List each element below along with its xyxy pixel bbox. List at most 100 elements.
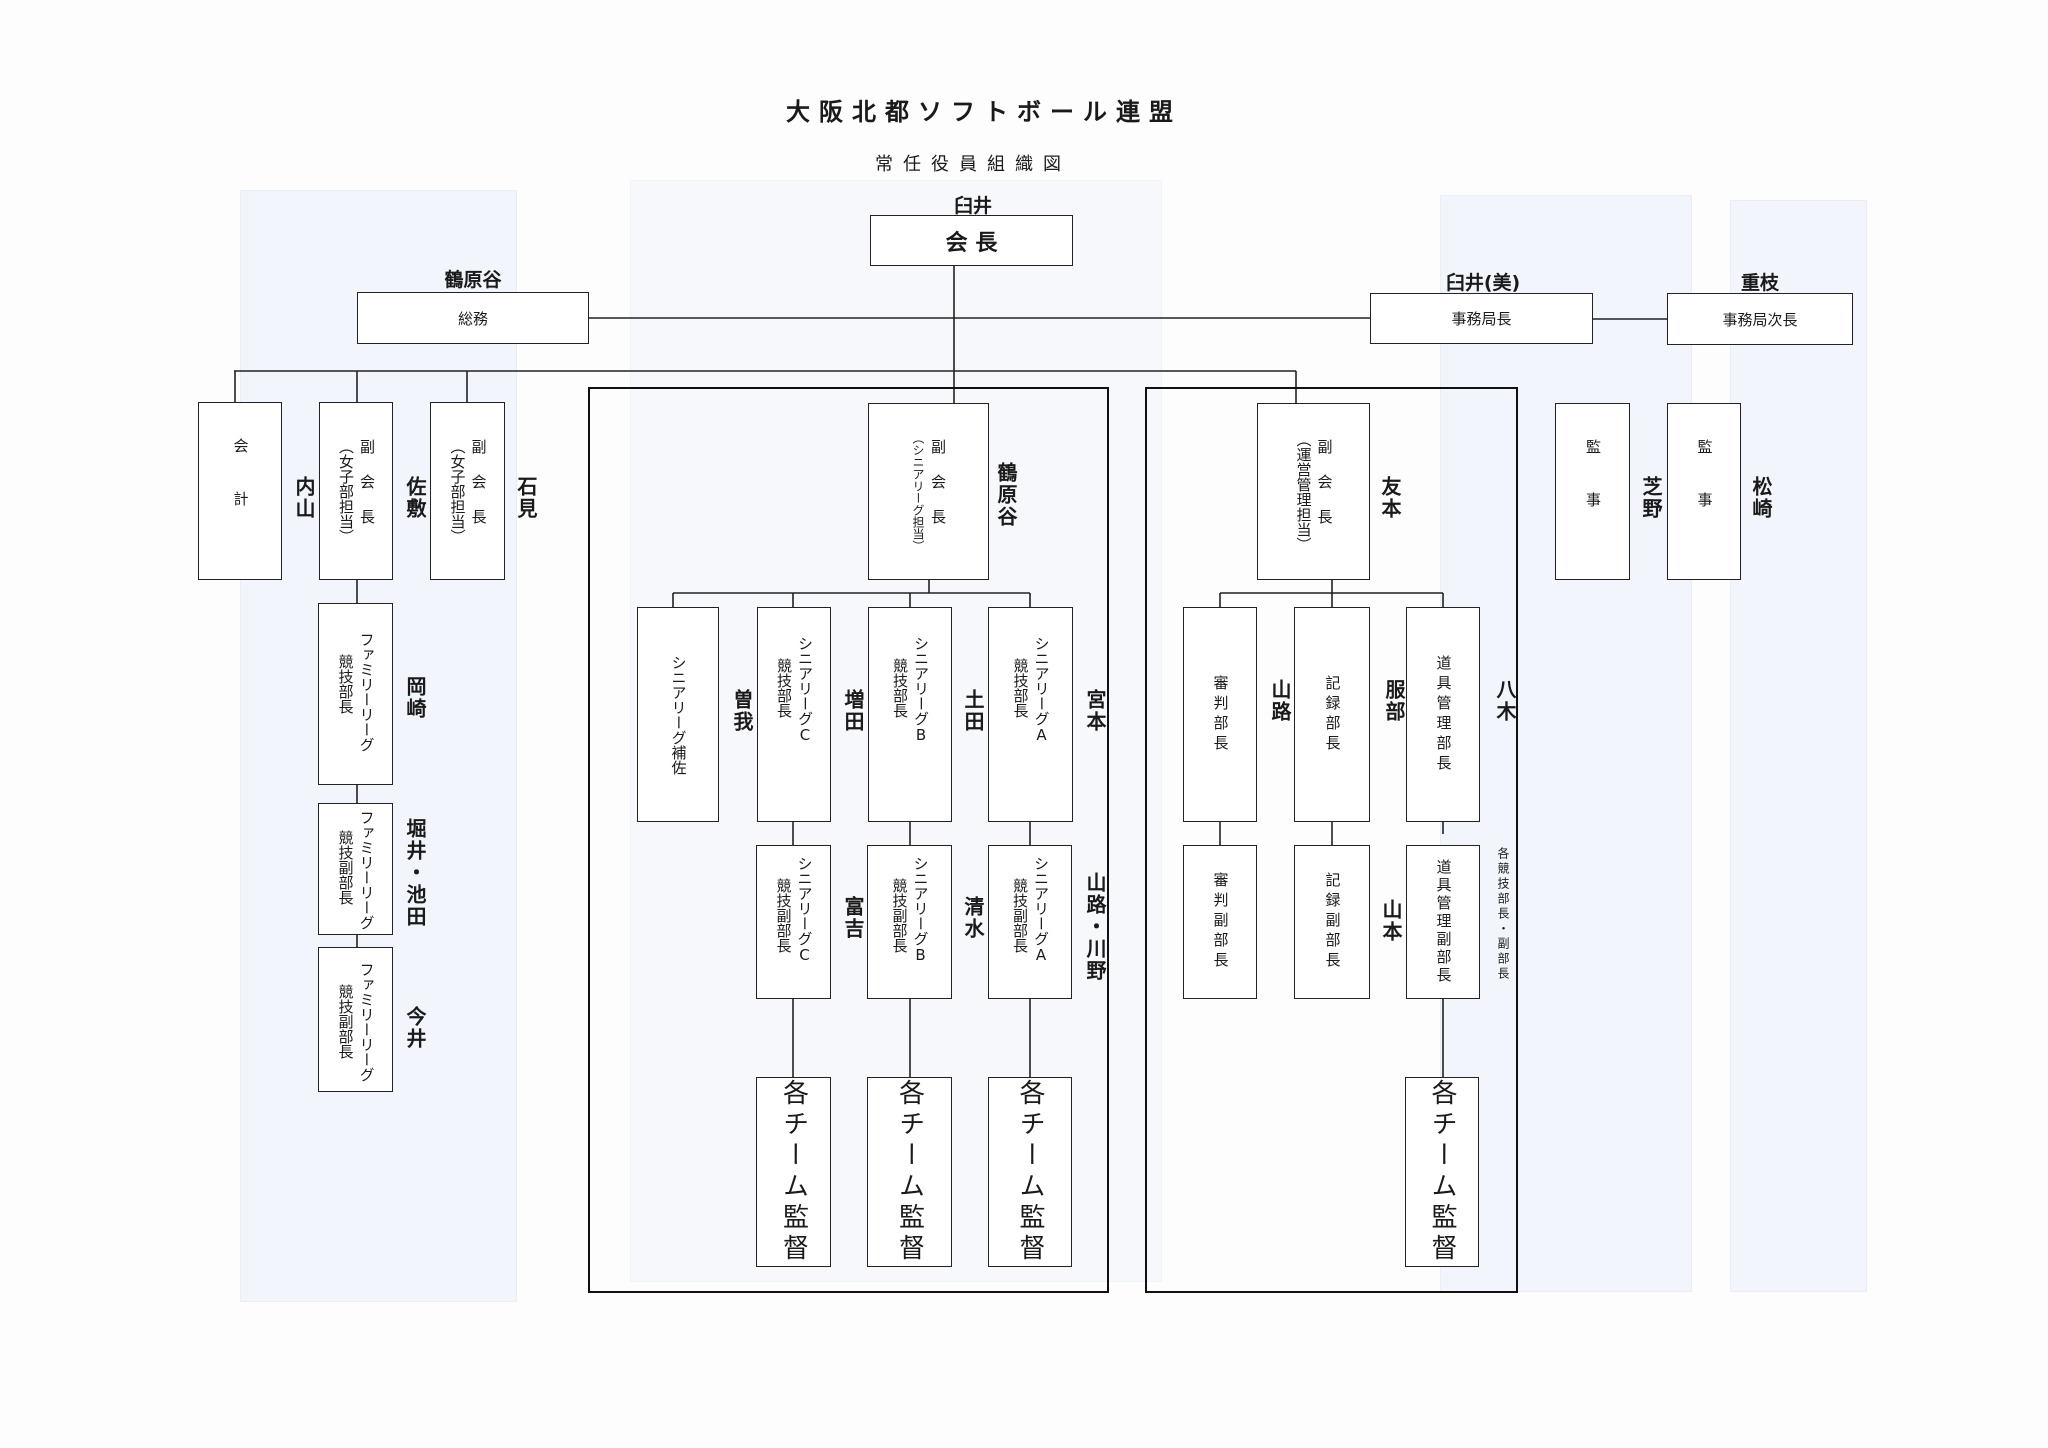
senior-assistant-box: シニアリーグ補佐 bbox=[637, 607, 719, 822]
general-affairs-role: 総務 bbox=[457, 309, 488, 328]
record-deputy-role: 記録副部長 bbox=[1323, 872, 1342, 972]
senior-a-deputy-line2: 競技副部長 bbox=[1011, 878, 1029, 953]
senior-c-deputy-line2: 競技副部長 bbox=[774, 878, 793, 953]
vp-women-2-box: 副会長 （女子部担当） bbox=[430, 402, 505, 580]
family-director-line1: ファミリーリーグ bbox=[357, 632, 376, 752]
umpire-director-box: 審判部長 bbox=[1183, 607, 1257, 822]
senior-b-line1: シニアリーグB bbox=[912, 636, 930, 744]
secretariat-deputy-name: 重枝 bbox=[1740, 272, 1780, 294]
family-deputy-1-name: 堀井・池田 bbox=[403, 818, 427, 928]
general-affairs-box: 総務 bbox=[357, 292, 589, 344]
senior-b-deputy-box: シニアリーグB 競技副部長 bbox=[867, 845, 952, 999]
family-director-line2: 競技部長 bbox=[336, 654, 355, 714]
umpire-deputy-role: 審判副部長 bbox=[1211, 872, 1230, 972]
senior-b-deputy-line2: 競技副部長 bbox=[890, 878, 909, 953]
family-deputy-2-line1: ファミリーリーグ bbox=[357, 962, 376, 1082]
record-director-name: 服部 bbox=[1382, 679, 1406, 723]
team-manager-label: 各チーム監督 bbox=[1015, 1079, 1045, 1265]
equipment-director-role: 道具管理部長 bbox=[1434, 654, 1453, 775]
general-affairs-name: 鶴原谷 bbox=[444, 269, 502, 291]
treasurer-name: 内山 bbox=[292, 476, 316, 520]
team-manager-label: 各チーム監督 bbox=[778, 1079, 809, 1265]
treasurer-role: 会計 bbox=[231, 438, 250, 544]
page-subtitle: 常任役員組織図 bbox=[875, 154, 1071, 175]
senior-a-deputy-box: シニアリーグA 競技副部長 bbox=[988, 845, 1072, 999]
record-deputy-name: 山本 bbox=[1379, 899, 1403, 943]
senior-b-deputy-name: 清水 bbox=[961, 896, 985, 940]
umpire-director-name: 山路 bbox=[1268, 679, 1292, 723]
family-director-name: 岡崎 bbox=[403, 676, 427, 720]
secretariat-chief-role: 事務局長 bbox=[1451, 310, 1512, 328]
senior-a-deputy-line1: シニアリーグA bbox=[1032, 856, 1050, 964]
auditor-2-name: 松崎 bbox=[1749, 476, 1773, 520]
vp-operations-box: 副会長 （運営管理担当） bbox=[1257, 403, 1370, 580]
team-manager-box-a: 各チーム監督 bbox=[988, 1077, 1072, 1267]
family-deputy-1-box: ファミリーリーグ 競技副部長 bbox=[318, 803, 393, 935]
team-manager-box-b: 各チーム監督 bbox=[867, 1077, 952, 1267]
senior-a-box: シニアリーグA 競技部長 bbox=[988, 607, 1073, 822]
record-director-role: 記録部長 bbox=[1323, 674, 1342, 755]
secretariat-deputy-box: 事務局次長 bbox=[1667, 293, 1853, 345]
auditor-2-box: 監事 bbox=[1667, 403, 1741, 580]
senior-a-line1: シニアリーグA bbox=[1032, 636, 1051, 744]
vp-operations-name: 友本 bbox=[1378, 476, 1402, 520]
team-manager-label: 各チーム監督 bbox=[1427, 1079, 1457, 1265]
team-manager-label: 各チーム監督 bbox=[894, 1079, 925, 1265]
page-title: 大阪北都ソフトボール連盟 bbox=[786, 98, 1182, 126]
vp-senior-sub: （シニアリーグ担当） bbox=[911, 431, 925, 552]
record-director-box: 記録部長 bbox=[1294, 607, 1370, 822]
vp-women-2-name: 石見 bbox=[514, 476, 538, 520]
senior-b-box: シニアリーグB 競技部長 bbox=[868, 607, 952, 822]
background-bleed bbox=[1440, 195, 1692, 1292]
equipment-deputy-box: 道具管理副部長 bbox=[1406, 845, 1480, 999]
vp-senior-name: 鶴原谷 bbox=[994, 462, 1018, 528]
auditor-1-name: 芝野 bbox=[1639, 476, 1663, 520]
vp-women-1-box: 副会長 （女子部担当） bbox=[319, 402, 393, 580]
senior-a-line2: 競技部長 bbox=[1011, 658, 1030, 718]
team-manager-box-c: 各チーム監督 bbox=[756, 1077, 831, 1267]
senior-c-line2: 競技部長 bbox=[775, 658, 793, 718]
senior-c-deputy-box: シニアリーグC 競技副部長 bbox=[756, 845, 831, 999]
equipment-director-box: 道具管理部長 bbox=[1406, 607, 1480, 822]
background-bleed bbox=[1730, 200, 1867, 1292]
auditor-1-role: 監事 bbox=[1584, 438, 1602, 545]
vp-women-2-role: 副会長 bbox=[469, 438, 488, 544]
vp-operations-sub: （運営管理担当） bbox=[1294, 431, 1313, 552]
family-deputy-1-line1: ファミリーリーグ bbox=[357, 810, 376, 930]
vp-women-2-sub: （女子部担当） bbox=[448, 438, 467, 544]
senior-b-name: 土田 bbox=[961, 689, 985, 733]
equipment-director-name: 八木 bbox=[1493, 679, 1517, 723]
umpire-director-role: 審判部長 bbox=[1211, 674, 1230, 755]
vp-women-1-name: 佐敷 bbox=[403, 476, 427, 520]
senior-a-name: 宮本 bbox=[1083, 689, 1107, 733]
record-deputy-box: 記録副部長 bbox=[1294, 845, 1370, 999]
vp-operations-role: 副会長 bbox=[1315, 439, 1334, 544]
umpire-deputy-box: 審判副部長 bbox=[1183, 845, 1257, 999]
senior-league-frame bbox=[588, 387, 1109, 1293]
vp-senior-box: 副会長 （シニアリーグ担当） bbox=[868, 403, 989, 580]
family-director-box: ファミリーリーグ 競技部長 bbox=[318, 603, 393, 785]
equipment-deputy-role: 道具管理副部長 bbox=[1434, 859, 1453, 985]
senior-b-deputy-line1: シニアリーグB bbox=[911, 856, 930, 964]
vp-women-1-sub: （女子部担当） bbox=[337, 438, 355, 544]
president-box: 会 長 bbox=[870, 215, 1073, 266]
president-name: 臼井 bbox=[953, 195, 993, 217]
treasurer-box: 会計 bbox=[198, 402, 282, 580]
equipment-deputy-note: 各競技部長・副部長 bbox=[1496, 847, 1510, 982]
family-deputy-2-line2: 競技副部長 bbox=[336, 984, 355, 1059]
president-role: 会 長 bbox=[945, 230, 998, 256]
senior-c-name: 増田 bbox=[841, 689, 865, 733]
secretariat-deputy-role: 事務局次長 bbox=[1722, 310, 1798, 329]
senior-c-deputy-name: 富吉 bbox=[841, 896, 865, 940]
family-deputy-2-box: ファミリーリーグ 競技副部長 bbox=[318, 947, 393, 1092]
family-deputy-1-line2: 競技副部長 bbox=[336, 830, 355, 905]
secretariat-chief-name: 臼井(美) bbox=[1445, 272, 1521, 294]
senior-b-line2: 競技部長 bbox=[891, 658, 909, 718]
senior-assistant-name: 曽我 bbox=[730, 689, 754, 733]
senior-a-deputy-name: 山路・川野 bbox=[1083, 872, 1107, 982]
vp-senior-role: 副会長 bbox=[929, 439, 947, 544]
secretariat-chief-box: 事務局長 bbox=[1370, 293, 1593, 344]
family-deputy-2-name: 今井 bbox=[403, 1006, 427, 1050]
senior-assistant-role: シニアリーグ補佐 bbox=[669, 654, 688, 775]
